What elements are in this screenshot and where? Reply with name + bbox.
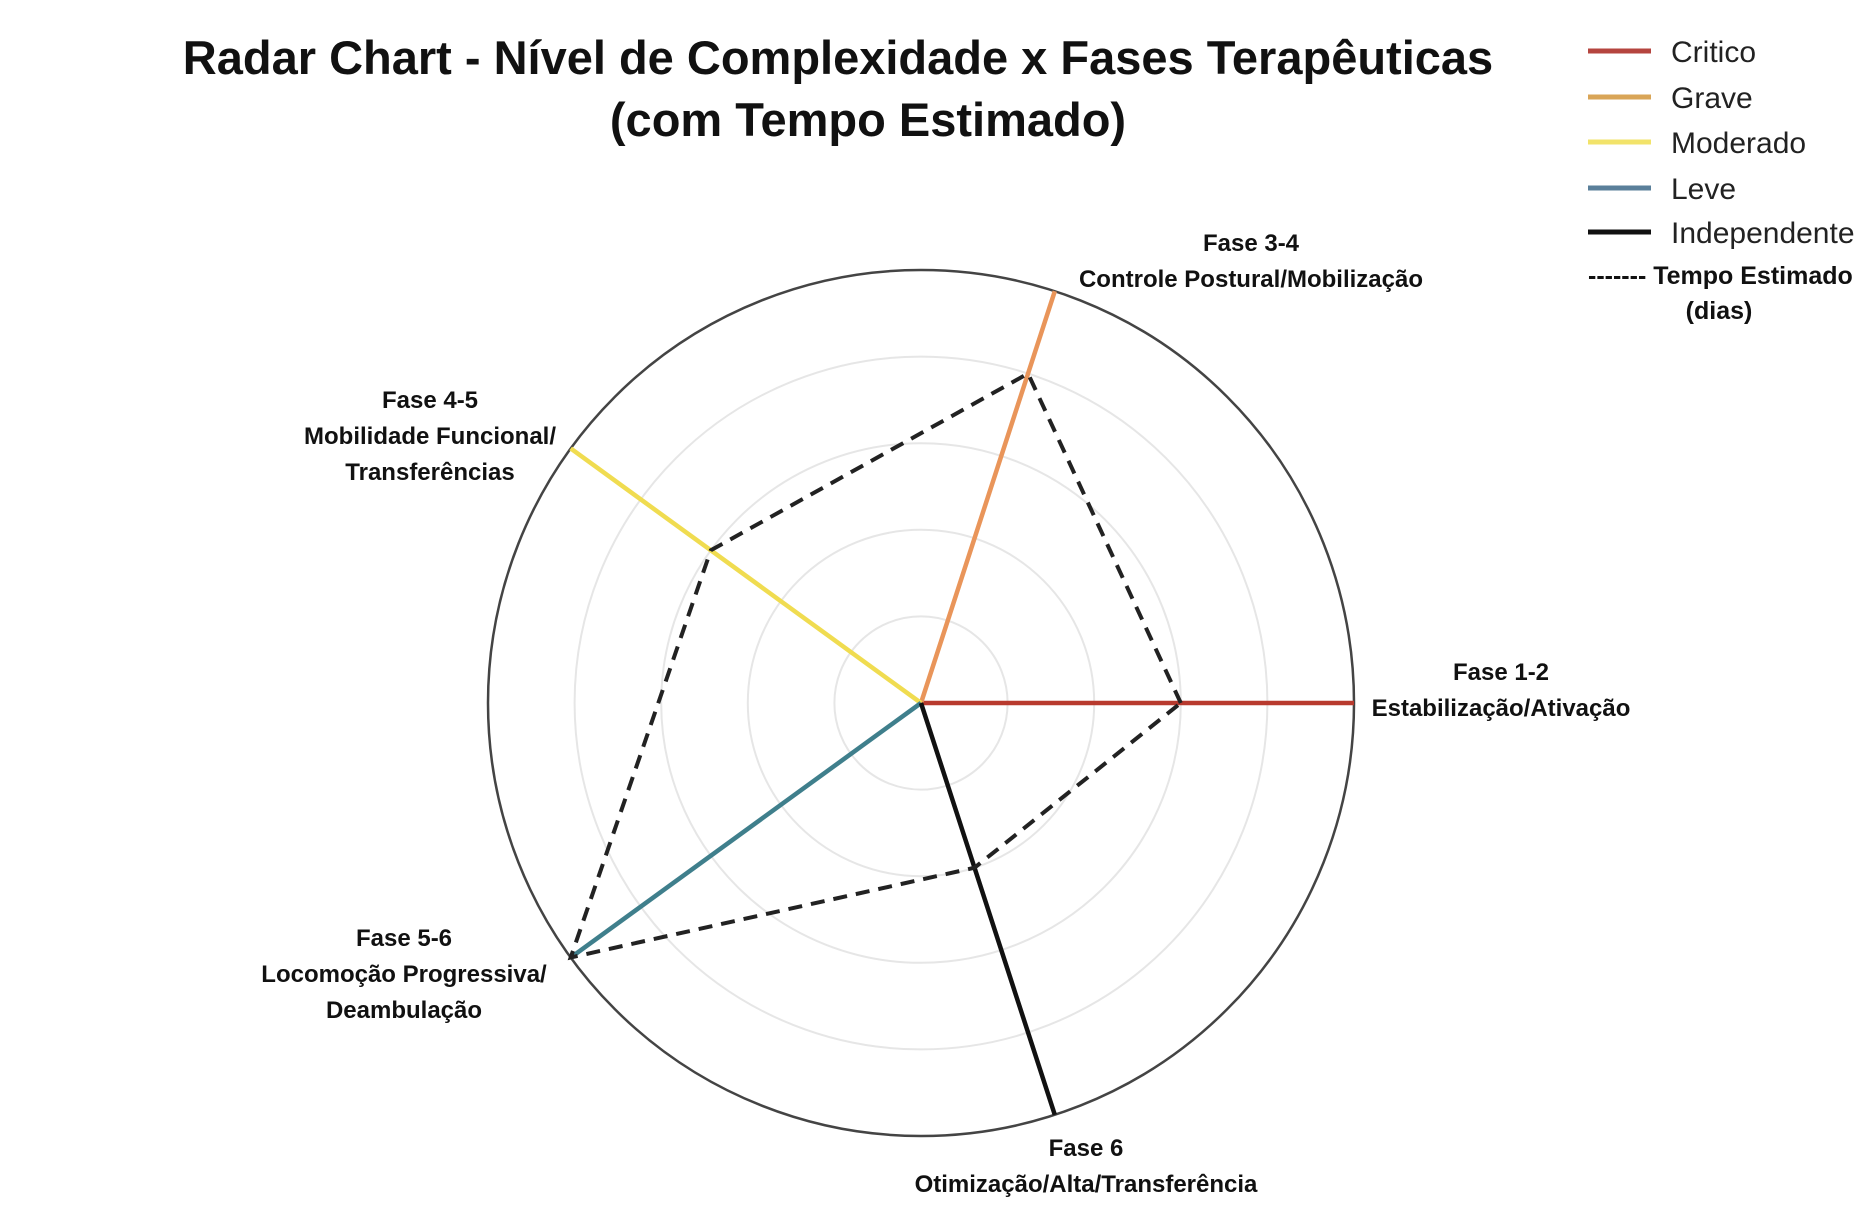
axis-label: Fase 6 [1049,1135,1124,1162]
axis-label: Locomoção Progressiva/ [261,961,547,988]
legend-label: Grave [1671,82,1753,115]
legend-label: Leve [1671,173,1736,206]
spokes [569,290,1354,1116]
axis-label: Otimização/Alta/Transferência [915,1171,1258,1198]
legend-label: Moderado [1671,127,1806,160]
axis-label: Transferências [345,459,514,486]
spoke-independente [918,702,1057,1116]
legend-label: Critico [1671,36,1756,69]
spoke-leve [569,701,923,960]
axis-label: Fase 4-5 [382,387,478,414]
axis-label: Fase 1-2 [1453,659,1549,686]
legend-dashed-label-unit: (dias) [1686,297,1753,325]
axis-label: Fase 3-4 [1203,230,1300,257]
chart-subtitle: (com Tempo Estimado) [610,93,1126,146]
spoke-grave [918,290,1057,704]
tempo-estimado-line [567,370,1184,961]
spoke-moderado [569,446,923,705]
legend-dashed-label: ------- Tempo Estimado [1588,262,1853,290]
axis-label: Mobilidade Funcional/ [304,423,556,450]
axis-label: Estabilização/Ativação [1372,695,1631,722]
chart-title: Radar Chart - Nível de Complexidade x Fa… [183,31,1493,84]
tempo-polygon [567,370,1184,961]
axis-label: Controle Postural/Mobilização [1079,266,1423,293]
axis-label: Deambulação [326,997,482,1024]
axis-label: Fase 5-6 [356,925,452,952]
legend-label: Independente [1671,217,1855,250]
